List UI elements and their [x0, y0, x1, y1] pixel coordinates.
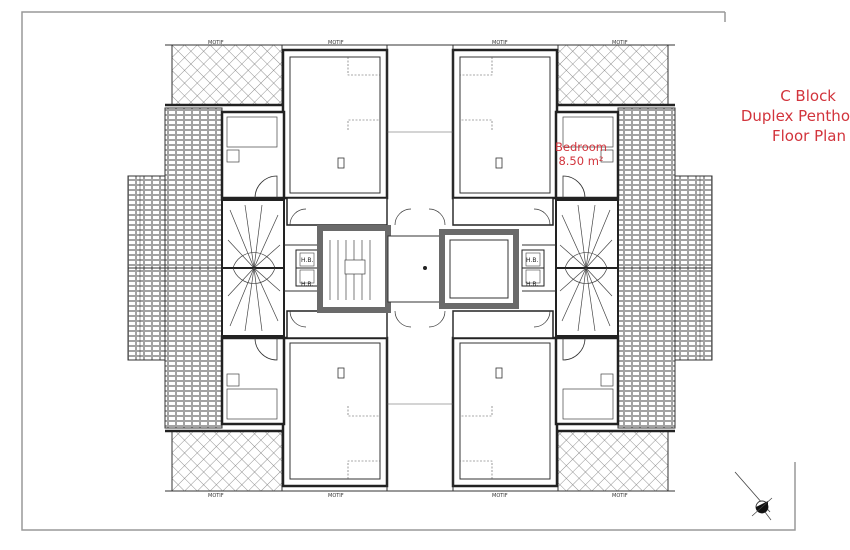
room-area: 8.50 m²	[558, 154, 604, 168]
stair-core	[317, 225, 519, 313]
sheet-frame	[21, 11, 796, 531]
motif-label: MOTIF	[612, 493, 628, 499]
motif-label: MOTIF	[208, 40, 224, 46]
plan-title: C Block Duplex Pentho Floor Plan	[710, 86, 850, 146]
motif-label: MOTIF	[492, 493, 508, 499]
bedroom-highlight: Bedroom 8.50 m²	[551, 140, 611, 168]
title-line-3: Floor Plan	[772, 127, 846, 145]
motif-label: MOTIF	[492, 40, 508, 46]
shaft-label: H.B.	[301, 281, 313, 288]
shaft-label: H.B.	[301, 257, 313, 264]
shaft-label: H.B.	[526, 281, 538, 288]
motif-label: MOTIF	[208, 493, 224, 499]
motif-label: MOTIF	[328, 40, 344, 46]
shaft-label: H.B.	[526, 257, 538, 264]
north-arrow-icon	[734, 471, 773, 521]
motif-label: MOTIF	[328, 493, 344, 499]
motif-label: MOTIF	[612, 40, 628, 46]
title-line-2: Duplex Pentho	[740, 107, 850, 125]
title-line-1: C Block	[780, 87, 836, 105]
room-name: Bedroom	[554, 140, 607, 154]
